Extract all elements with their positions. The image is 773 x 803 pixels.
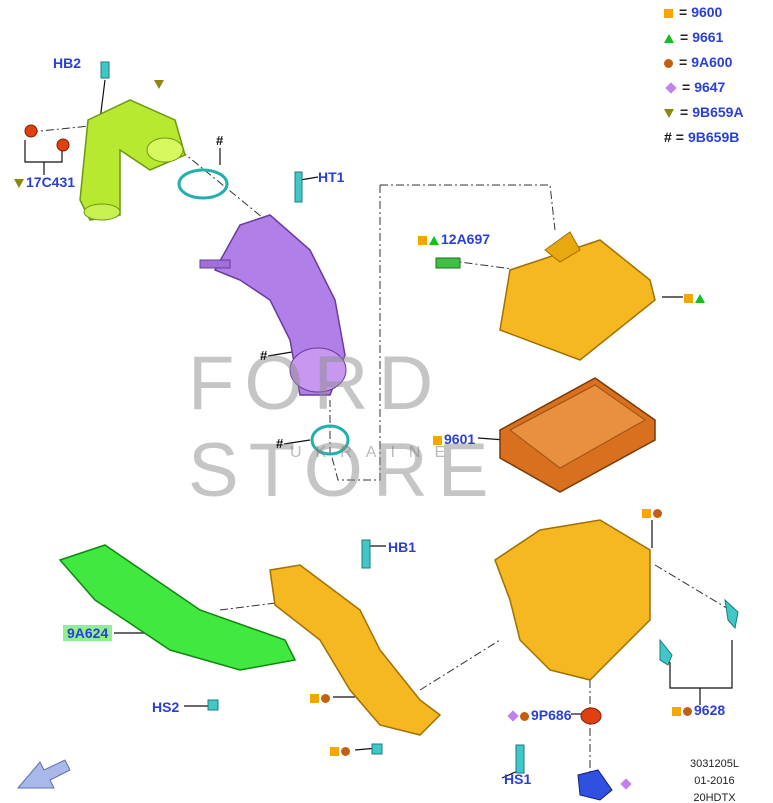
diagram-code: 3031205L 01-2016 20HDTX — [690, 758, 739, 803]
legend-item: =9A600 — [664, 54, 744, 79]
callout-9600-9a600 — [310, 690, 332, 706]
callout-9b659a — [154, 76, 166, 92]
callout-9a624: 9A624 — [63, 625, 113, 641]
grommet-9p686 — [580, 707, 602, 725]
callout-ht1: HT1 — [318, 169, 345, 185]
callout-hash: # — [276, 436, 284, 451]
watermark: FORD STORE — [188, 341, 499, 513]
callout-hb1: HB1 — [388, 539, 417, 555]
triangle-down-icon — [664, 108, 674, 118]
callout-hb2: HB2 — [53, 55, 82, 71]
clip-9628 — [659, 638, 673, 666]
clamp-9b659b — [177, 168, 229, 200]
callout-hs1: HS1 — [504, 771, 532, 787]
callout-9600-9661 — [684, 290, 707, 306]
legend-item: =9661 — [664, 29, 744, 54]
part-17c431-resonator — [79, 99, 186, 221]
legend-item: =9647 — [664, 79, 744, 104]
part-air-cleaner-body — [494, 519, 651, 681]
screw-hs2 — [207, 699, 219, 711]
callout-hash: # — [216, 133, 224, 148]
clamp-9b659b — [310, 424, 350, 456]
diamond-icon — [665, 82, 677, 94]
sensor-12a697 — [435, 257, 461, 269]
legend-item: =9B659A — [664, 104, 744, 129]
callout-9600-9a600 — [642, 505, 664, 521]
square-icon — [664, 8, 673, 18]
legend-item: =9600 — [664, 4, 744, 29]
legend-item: #=9B659B — [664, 129, 740, 145]
callout-hash: # — [260, 348, 268, 363]
leader-line — [419, 639, 501, 691]
part-air-cleaner-cover — [499, 231, 656, 361]
sensor-ht1 — [294, 171, 303, 203]
leader-line — [380, 184, 556, 231]
clip-9628 — [724, 598, 739, 630]
part-air-hose — [199, 214, 347, 396]
triangle-icon — [664, 33, 674, 43]
front-arrow-icon — [16, 759, 71, 789]
callout-9p686: 9P686 — [506, 707, 571, 723]
leader-line — [654, 564, 731, 611]
leader-line — [329, 185, 381, 481]
legend: =9600 =9661 =9A600 =9647 =9B659A #=9B659… — [664, 4, 744, 154]
part-9a624-duct — [58, 544, 297, 671]
leader-line — [459, 261, 521, 271]
callout-9600-9a600 — [330, 743, 352, 759]
screw-hb1 — [361, 539, 371, 569]
callout-12a697: 12A697 — [418, 231, 490, 247]
bracket-9647 — [577, 769, 613, 801]
screw-hb2 — [100, 61, 110, 79]
watermark-sub: UKRAINE — [290, 444, 460, 461]
callout-17c431: 17C431 — [14, 174, 75, 190]
callout-9601: 9601 — [433, 431, 475, 447]
part-air-intake-duct — [269, 564, 442, 736]
circle-icon — [664, 58, 673, 68]
screw-hs1 — [515, 744, 525, 774]
callout-9647 — [619, 775, 633, 791]
bracket-line — [24, 140, 63, 163]
part-air-filter-9601 — [499, 377, 656, 493]
callout-9628: 9628 — [672, 702, 725, 718]
callout-hs2: HS2 — [152, 699, 180, 715]
